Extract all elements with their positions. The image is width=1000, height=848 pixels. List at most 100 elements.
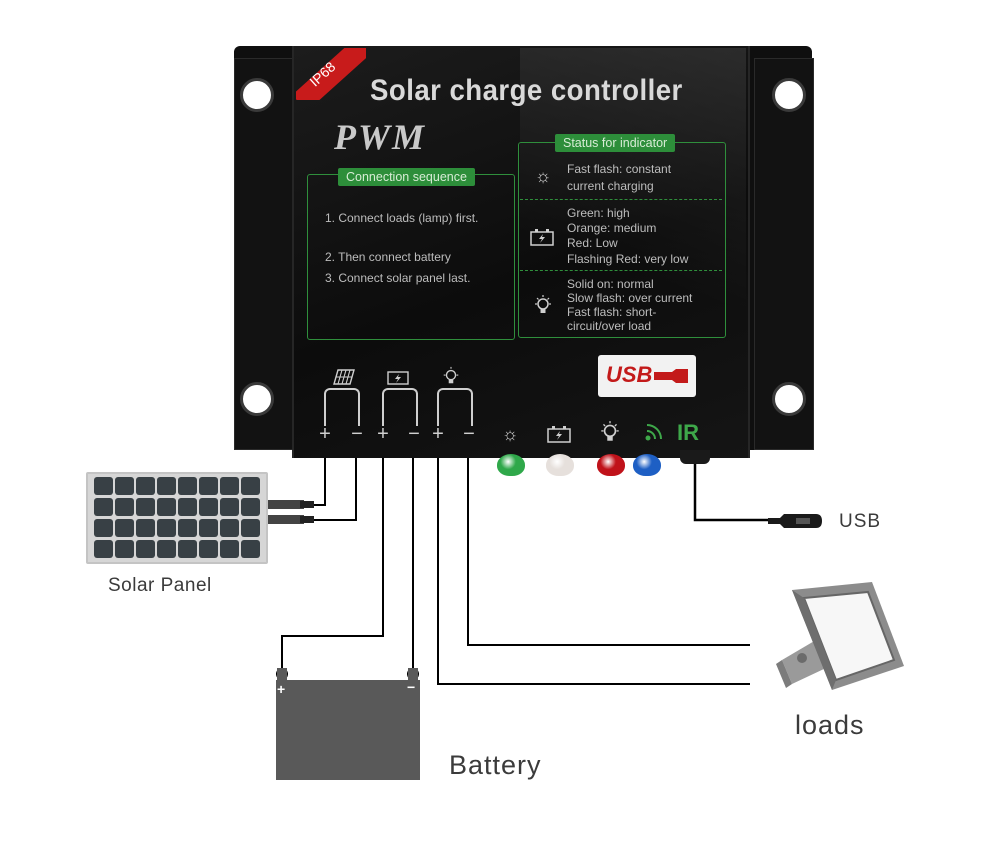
solar-minus-terminal[interactable]: −	[351, 423, 363, 445]
solar-cell	[115, 477, 134, 495]
green-led	[497, 454, 525, 476]
connection-sequence-heading: Connection sequence	[338, 168, 475, 186]
solar-cell	[94, 540, 113, 558]
mounting-hole	[240, 382, 274, 416]
battery-minus-symbol: −	[407, 679, 416, 695]
lamp-icon	[532, 294, 554, 316]
solar-cell	[115, 519, 134, 537]
battery-plus-post	[277, 668, 287, 682]
usb-logo: USB	[598, 355, 696, 397]
usb-plug-icon	[654, 369, 688, 383]
solar-cell	[115, 540, 134, 558]
usb-logo-text: USB	[606, 362, 653, 387]
solar-cell	[199, 477, 218, 495]
status-battery-line-4: Flashing Red: very low	[567, 252, 689, 266]
solar-cell	[94, 498, 113, 516]
solar-cell	[199, 519, 218, 537]
solar-minus-wire	[300, 448, 357, 521]
usb-label: USB	[839, 511, 882, 532]
solar-cell	[178, 477, 197, 495]
solar-cell	[220, 477, 239, 495]
status-indicator-heading: Status for indicator	[555, 134, 676, 152]
solar-plus-terminal[interactable]: +	[319, 423, 331, 445]
solar-cell	[241, 498, 260, 516]
battery-terminal-bracket	[382, 388, 418, 426]
solar-cell	[199, 540, 218, 558]
load-plus-wire	[437, 448, 750, 685]
controller-title: Solar charge controller	[370, 74, 683, 107]
sun-icon: ☼	[534, 166, 552, 186]
load-plus-terminal[interactable]: +	[432, 423, 444, 445]
blue-led	[633, 454, 661, 476]
solar-cell	[199, 498, 218, 516]
solar-terminal-bracket	[324, 388, 360, 426]
red-led	[597, 454, 625, 476]
solar-cell	[94, 477, 113, 495]
load-minus-terminal[interactable]: −	[463, 423, 475, 445]
battery-indicator-icon	[546, 425, 572, 447]
solar-cell	[178, 498, 197, 516]
status-battery-line-2: Orange: medium	[567, 221, 657, 235]
sun-indicator-icon: ☼	[501, 424, 519, 444]
status-sun-line-1: Fast flash: constant	[567, 162, 672, 176]
status-lamp-line-2: Slow flash: over current	[567, 291, 693, 305]
solar-cell	[220, 498, 239, 516]
solar-cell	[220, 519, 239, 537]
status-battery-line-1: Green: high	[567, 206, 630, 220]
lamp-indicator-icon	[598, 420, 622, 448]
solar-cell	[136, 540, 155, 558]
battery-minus-post	[408, 668, 418, 682]
solar-cell	[136, 498, 155, 516]
floodlight-icon	[776, 582, 904, 690]
face-reflection	[520, 48, 746, 348]
battery-plus-terminal[interactable]: +	[377, 423, 389, 445]
status-lamp-line-3: Fast flash: short-	[567, 305, 657, 319]
solar-cell	[241, 519, 260, 537]
lamp-terminal-icon	[441, 365, 461, 391]
ir-label: IR	[677, 420, 699, 445]
battery-minus-terminal[interactable]: −	[408, 423, 420, 445]
mounting-hole	[772, 382, 806, 416]
status-lamp-line-1: Solid on: normal	[567, 277, 654, 291]
solar-panel	[86, 472, 268, 564]
status-lamp-line-4: circuit/over load	[567, 319, 652, 333]
connection-step-2: 2. Then connect battery	[325, 250, 451, 264]
usb-port[interactable]	[680, 450, 710, 464]
status-sun-line-2: current charging	[567, 179, 654, 193]
ip68-badge: IP68	[296, 48, 366, 100]
battery	[276, 680, 420, 780]
solar-cell	[241, 540, 260, 558]
solar-cell	[157, 498, 176, 516]
usb-cable	[693, 462, 770, 522]
panel-connectors	[268, 500, 314, 524]
white-led	[546, 454, 574, 476]
status-divider	[520, 270, 722, 271]
solar-panel-icon	[333, 368, 355, 390]
battery-plus-symbol: +	[277, 681, 286, 697]
solar-cell	[157, 540, 176, 558]
mounting-hole	[240, 78, 274, 112]
load-terminal-bracket	[437, 388, 473, 426]
solar-cell	[178, 519, 197, 537]
battery-label: Battery	[449, 750, 542, 780]
solar-cell	[115, 498, 134, 516]
solar-cell	[178, 540, 197, 558]
load-minus-wire	[467, 448, 750, 646]
connection-step-3: 3. Connect solar panel last.	[325, 271, 471, 285]
battery-icon	[530, 228, 554, 250]
status-battery-line-3: Red: Low	[567, 236, 618, 250]
solar-cell	[220, 540, 239, 558]
battery-terminal-icon	[387, 369, 409, 389]
mounting-hole	[772, 78, 806, 112]
pwm-label: PWM	[334, 117, 427, 157]
battery-plus-wire	[281, 448, 384, 672]
loads-label: loads	[795, 710, 865, 740]
solar-cell	[157, 477, 176, 495]
solar-cell	[241, 477, 260, 495]
connection-step-1: 1. Connect loads (lamp) first.	[325, 211, 479, 225]
solar-cell	[157, 519, 176, 537]
solar-cell	[136, 477, 155, 495]
usb-plug	[768, 514, 822, 528]
solar-cell	[136, 519, 155, 537]
